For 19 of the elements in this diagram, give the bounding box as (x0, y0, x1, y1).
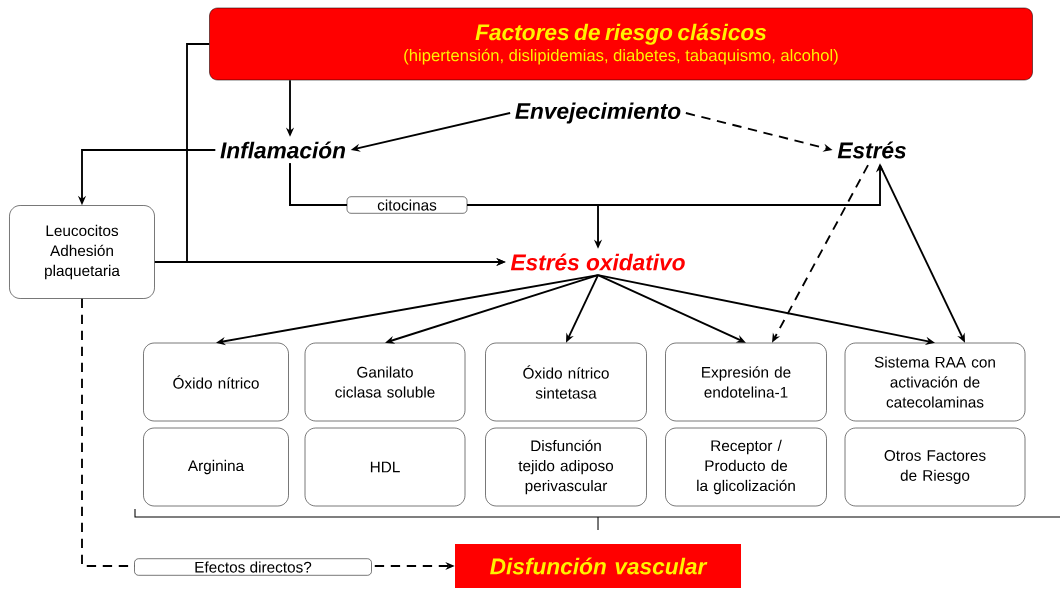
edge-label: citocinas (346, 196, 468, 214)
process-box: Óxido nítrico sintetasa (485, 342, 647, 422)
process-box: Arginina (143, 427, 289, 507)
process-box: Receptor / Producto de la glicolización (665, 427, 827, 507)
process-box: Expresión de endotelina-1 (665, 342, 827, 422)
process-box: Disfunción tejido adiposo perivascular (485, 427, 647, 507)
result-box: Disfunción vascular (455, 544, 741, 588)
process-box: HDL (304, 427, 466, 507)
process-box: Leucocitos Adhesión plaquetaria (9, 205, 155, 299)
heading-text: Inflamación (220, 141, 346, 159)
process-box: Óxido nítrico (143, 342, 289, 422)
edge-label: Efectos directos? (134, 558, 372, 576)
heading-text: Estrés oxidativo (510, 253, 685, 271)
process-box: Otros Factores de Riesgo (844, 427, 1026, 507)
heading-text: Envejecimiento (515, 102, 681, 124)
process-box: Ganilato ciclasa soluble (304, 342, 466, 422)
title-banner: Factores de riesgo clásicos (hipertensión, dislipidemias, diabetes, tabaquismo, alcohol) (209, 7, 1033, 81)
process-box: Sistema RAA con activación de catecolaminas (844, 342, 1026, 422)
heading-text: Estrés (837, 141, 906, 159)
